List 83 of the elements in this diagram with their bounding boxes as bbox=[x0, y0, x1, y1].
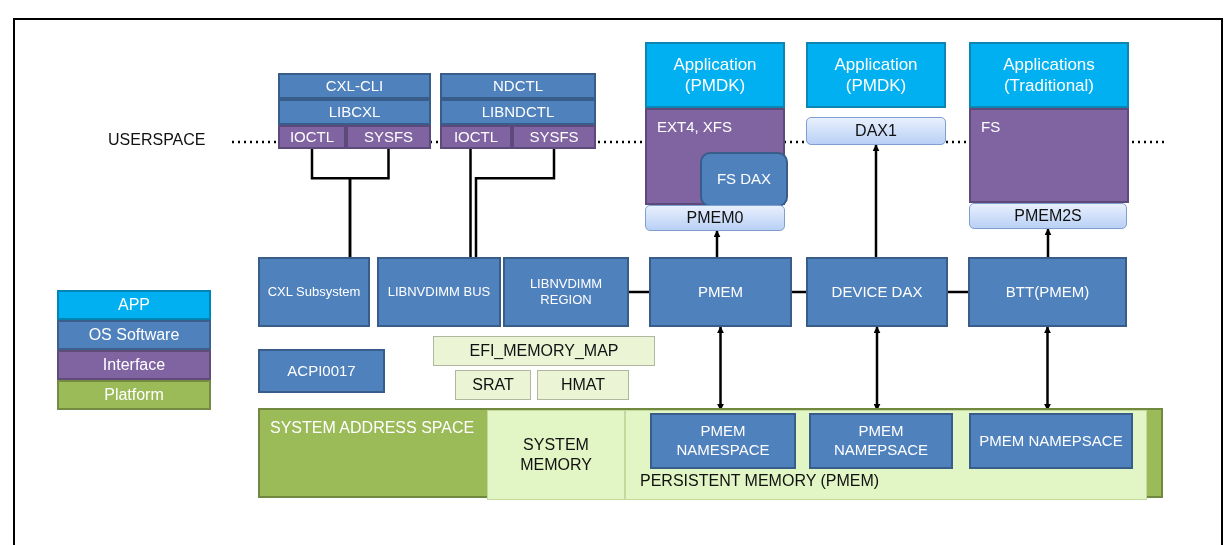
box-label: DEVICE DAX bbox=[831, 282, 923, 302]
box-label: PMEM NAMESPACE bbox=[675, 422, 771, 460]
interface-box bbox=[645, 108, 785, 205]
box-label: BTT(PMEM) bbox=[1005, 282, 1090, 302]
box-label: PMEM0 bbox=[686, 208, 744, 228]
box-label: PMEM2S bbox=[1014, 206, 1082, 226]
component-box bbox=[969, 413, 1133, 469]
table-box bbox=[537, 370, 629, 400]
box-label: PMEM NAMEPSACE bbox=[979, 431, 1123, 451]
component-box bbox=[258, 257, 370, 327]
interface-box bbox=[440, 125, 512, 149]
connector-line bbox=[469, 149, 472, 257]
interface-box bbox=[278, 125, 346, 149]
table-box bbox=[455, 370, 531, 400]
component-box bbox=[650, 413, 796, 469]
box-label: LIBNVDIMM BUS bbox=[387, 283, 491, 301]
box-label: EFI_MEMORY_MAP bbox=[469, 341, 619, 361]
component-box bbox=[809, 413, 953, 469]
connector-line bbox=[348, 149, 390, 257]
arrow bbox=[872, 144, 880, 257]
arrow bbox=[873, 326, 881, 411]
legend-swatch: OS Software bbox=[57, 320, 211, 350]
arrow bbox=[717, 326, 724, 411]
application-box bbox=[969, 42, 1129, 108]
layer-label: USERSPACE bbox=[108, 131, 206, 149]
interface-box bbox=[346, 125, 431, 149]
box-label: PMEM NAMEPSACE bbox=[832, 422, 930, 460]
interface-box bbox=[969, 108, 1129, 203]
component-box bbox=[278, 73, 431, 99]
box-label: IOCTL bbox=[289, 127, 335, 147]
box-label: Applications (Traditional) bbox=[1002, 53, 1096, 97]
box-label: DAX1 bbox=[855, 121, 897, 141]
component-box bbox=[968, 257, 1127, 327]
application-box bbox=[806, 42, 946, 108]
component-box bbox=[503, 257, 629, 327]
box-label: LIBNVDIMM REGION bbox=[528, 275, 604, 309]
interface-box bbox=[512, 125, 596, 149]
component-box bbox=[440, 73, 596, 99]
box-label: EXT4, XFS bbox=[657, 118, 733, 137]
box-label: CXL-CLI bbox=[325, 76, 384, 96]
component-box bbox=[278, 99, 431, 125]
table-box bbox=[433, 336, 655, 366]
box-label: Application (PMDK) bbox=[672, 53, 758, 97]
component-box bbox=[440, 99, 596, 125]
connector-line bbox=[629, 290, 649, 294]
connector-line bbox=[474, 149, 556, 257]
box-label: SYSFS bbox=[529, 127, 579, 147]
box-label: SYSTEM MEMORY bbox=[519, 435, 593, 475]
box-label: ACPI0017 bbox=[287, 361, 356, 381]
box-label: HMAT bbox=[560, 375, 606, 395]
arrow bbox=[713, 230, 721, 257]
device-box bbox=[969, 203, 1127, 229]
legend-swatch: Platform bbox=[57, 380, 211, 410]
component-box bbox=[700, 152, 788, 207]
box-label: LIBCXL bbox=[328, 102, 381, 122]
box-label: CXL Subsystem bbox=[267, 283, 361, 301]
device-box bbox=[645, 205, 785, 231]
legend-swatch: APP bbox=[57, 290, 211, 320]
box-label: LIBNDCTL bbox=[481, 102, 555, 122]
component-box bbox=[377, 257, 501, 327]
arrow bbox=[1044, 326, 1051, 411]
application-box bbox=[645, 42, 785, 108]
memory-region-box bbox=[625, 410, 1147, 500]
component-box bbox=[258, 349, 385, 393]
connector-line bbox=[792, 290, 806, 294]
box-label: FS bbox=[981, 118, 1001, 137]
box-label: PERSISTENT MEMORY (PMEM) bbox=[640, 471, 880, 491]
arrow bbox=[1044, 228, 1052, 257]
device-box bbox=[806, 117, 946, 145]
box-label: SYSTEM ADDRESS SPACE bbox=[270, 418, 475, 438]
box-label: PMEM bbox=[698, 282, 743, 302]
component-box bbox=[806, 257, 948, 327]
box-label: NDCTL bbox=[493, 76, 543, 96]
box-label: SYSFS bbox=[363, 127, 414, 147]
memory-region-box bbox=[487, 410, 625, 500]
box-label: FS DAX bbox=[716, 170, 772, 189]
connector-line bbox=[948, 290, 968, 294]
box-label: Application (PMDK) bbox=[833, 53, 919, 97]
box-label: IOCTL bbox=[453, 127, 499, 147]
legend-swatch: Interface bbox=[57, 350, 211, 380]
component-box bbox=[649, 257, 792, 327]
address-space-band bbox=[258, 408, 1163, 498]
box-label: SRAT bbox=[472, 375, 514, 395]
